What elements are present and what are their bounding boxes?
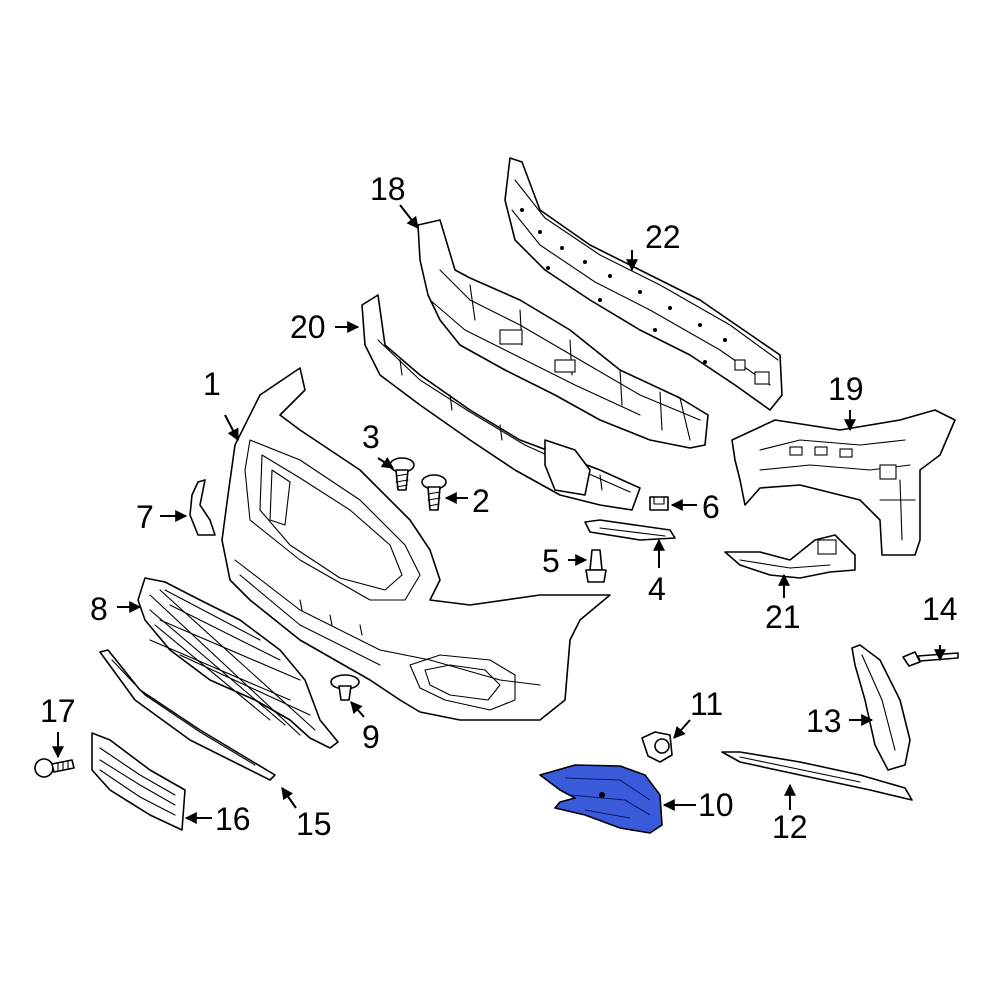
side-trim[interactable] bbox=[189, 479, 216, 536]
corner-trim[interactable] bbox=[851, 644, 911, 771]
callout-3: 3 bbox=[362, 419, 380, 455]
lower-strip[interactable] bbox=[99, 649, 276, 781]
license-bracket[interactable] bbox=[91, 732, 186, 831]
callout-labels: 18 22 20 1 19 3 2 7 6 5 4 21 8 14 9 11 1… bbox=[40, 171, 958, 845]
clip-6[interactable] bbox=[649, 496, 669, 511]
callout-12: 12 bbox=[772, 809, 808, 845]
callout-6: 6 bbox=[702, 489, 720, 525]
fog-lamp-trim-highlighted[interactable] bbox=[539, 764, 663, 834]
leader-lines bbox=[52, 204, 946, 824]
side-bracket-right[interactable] bbox=[731, 409, 956, 556]
bolt-17[interactable] bbox=[34, 758, 75, 778]
callout-10: 10 bbox=[698, 787, 734, 823]
callout-11: 11 bbox=[690, 686, 723, 722]
callout-14: 14 bbox=[922, 591, 958, 627]
lower-grille[interactable] bbox=[137, 577, 339, 749]
energy-absorber[interactable] bbox=[417, 219, 709, 449]
callout-5: 5 bbox=[542, 543, 560, 579]
callout-2: 2 bbox=[472, 483, 490, 519]
callout-17: 17 bbox=[40, 693, 76, 729]
rivet-14[interactable] bbox=[902, 651, 959, 667]
callout-13: 13 bbox=[806, 703, 842, 739]
lower-absorber[interactable] bbox=[361, 294, 641, 511]
callout-1: 1 bbox=[203, 366, 221, 402]
callout-22: 22 bbox=[645, 219, 681, 255]
screw-2[interactable] bbox=[421, 474, 447, 511]
callout-19: 19 bbox=[828, 371, 864, 407]
bolt-5[interactable] bbox=[585, 549, 607, 583]
screw-3[interactable] bbox=[389, 457, 415, 491]
callout-15: 15 bbox=[296, 806, 332, 842]
callout-8: 8 bbox=[90, 591, 108, 627]
bumper-cover[interactable] bbox=[221, 367, 611, 721]
callout-16: 16 bbox=[215, 801, 251, 837]
lower-bracket[interactable] bbox=[724, 534, 856, 579]
callout-9: 9 bbox=[362, 719, 380, 755]
callout-18: 18 bbox=[370, 171, 406, 207]
parking-sensor[interactable] bbox=[641, 731, 673, 763]
callout-21: 21 bbox=[765, 599, 801, 635]
mounting-rail[interactable] bbox=[584, 519, 676, 541]
callout-7: 7 bbox=[136, 499, 154, 535]
callout-4: 4 bbox=[648, 571, 666, 607]
callout-20: 20 bbox=[290, 309, 326, 345]
chrome-strip[interactable] bbox=[721, 751, 913, 801]
push-clip[interactable] bbox=[330, 674, 360, 701]
